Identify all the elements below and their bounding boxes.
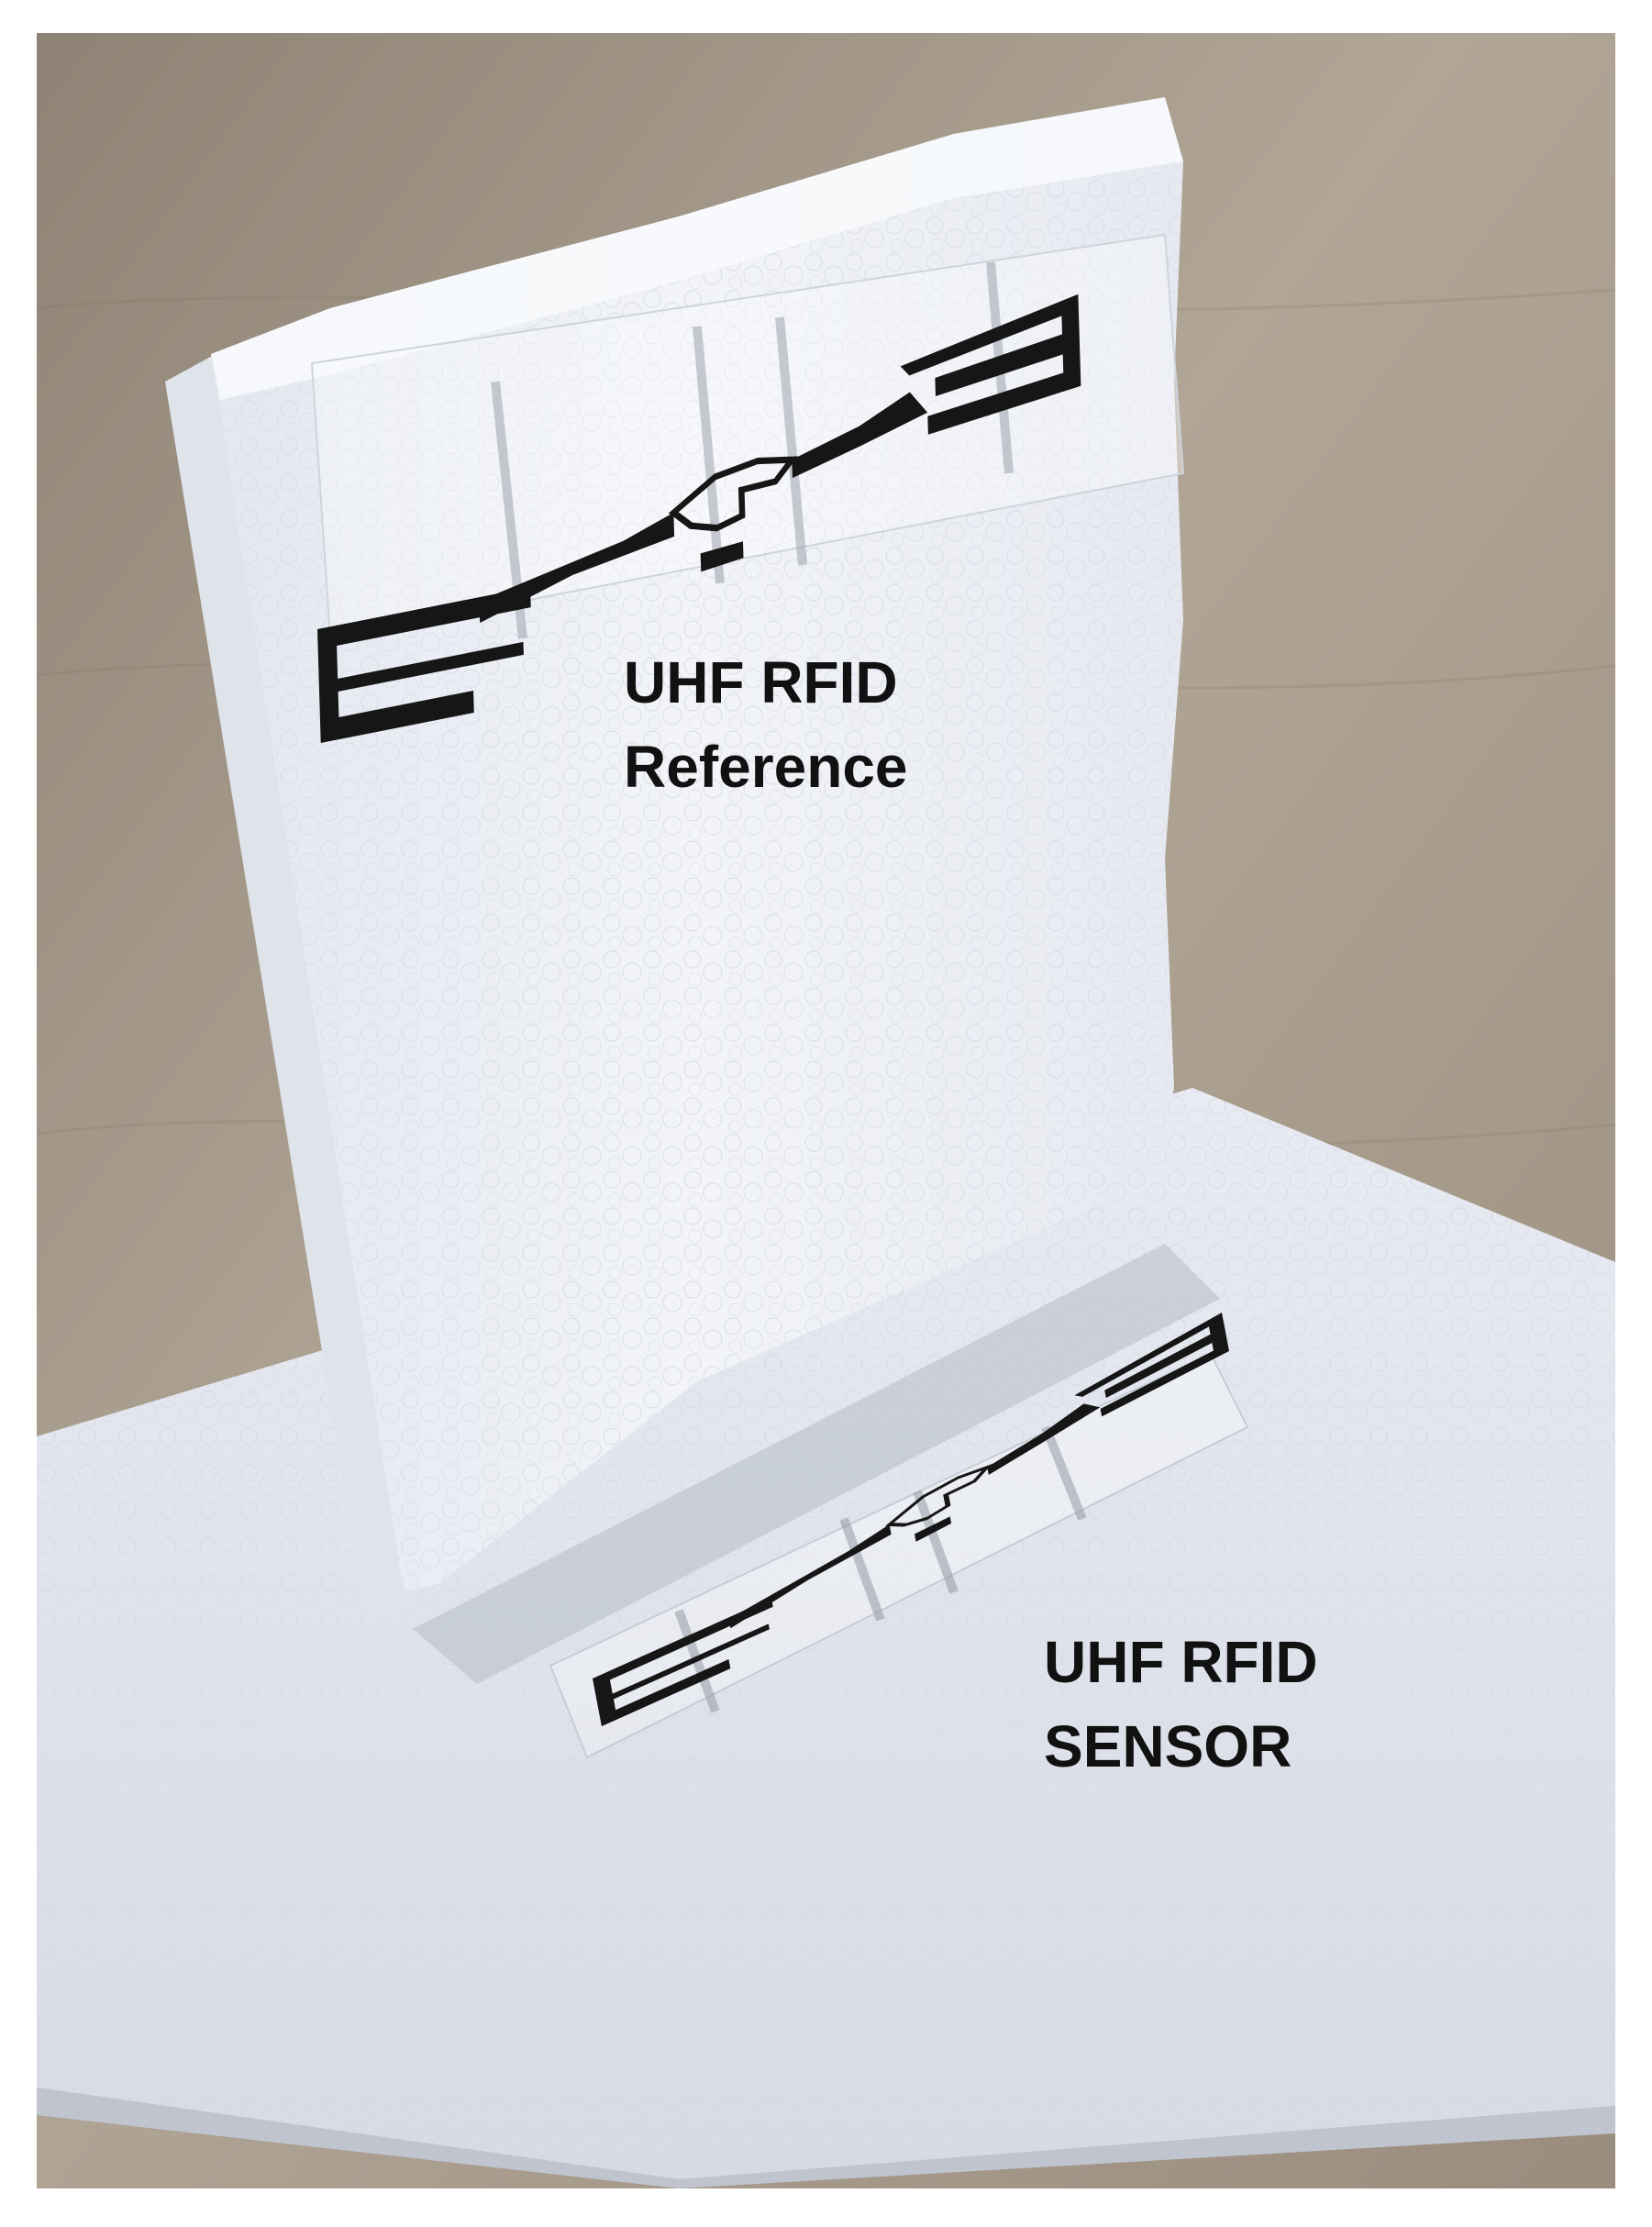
reference-label-line2: Reference (624, 734, 908, 800)
sensor-rfid-tag (549, 1313, 1249, 1759)
reference-label: UHF RFID Reference (624, 640, 908, 809)
sensor-label-line2: SENSOR (1044, 1713, 1292, 1779)
sensor-label: UHF RFID SENSOR (1044, 1620, 1318, 1789)
photo-scene (37, 33, 1615, 2188)
reference-label-line1: UHF RFID (624, 649, 898, 715)
styrofoam-board-edge (165, 354, 422, 1629)
reference-rfid-tag (312, 233, 1185, 743)
photo-frame: UHF RFID Reference UHF RFID SENSOR (37, 33, 1615, 2188)
sensor-label-line1: UHF RFID (1044, 1629, 1318, 1695)
